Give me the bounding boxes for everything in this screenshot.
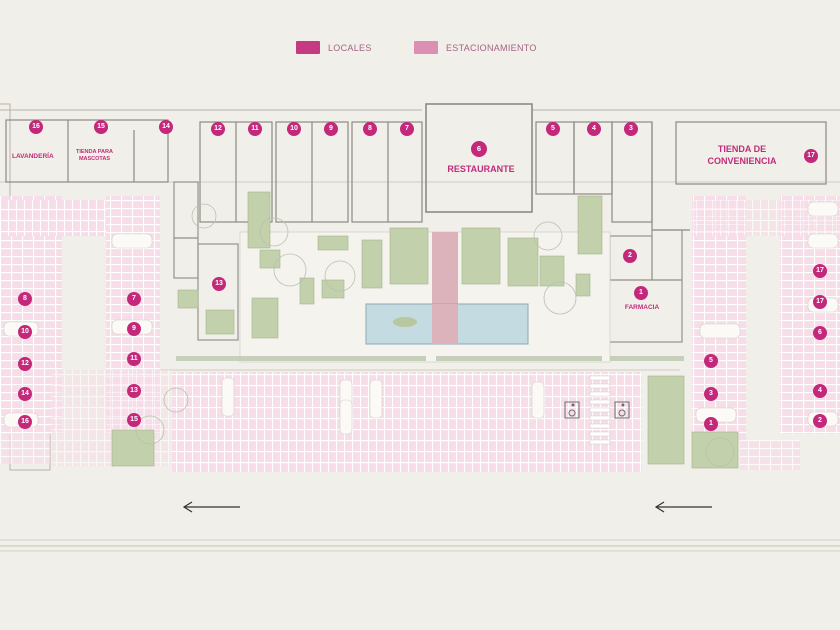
parking-badge: 17	[813, 295, 827, 309]
locale-badge: 9	[324, 122, 338, 136]
hedges	[176, 356, 684, 361]
parking-badge: 16	[18, 415, 32, 429]
estacionamiento-swatch	[414, 41, 438, 54]
crosswalk	[589, 375, 611, 445]
label-tienda-conveniencia: TIENDA DE CONVENIENCIA	[692, 143, 792, 167]
parking-badge: 10	[18, 325, 32, 339]
parking-badge: 5	[704, 354, 718, 368]
parking-badge: 13	[127, 384, 141, 398]
legend-label-locales: LOCALES	[328, 42, 372, 53]
label-lavanderia: LAVANDERÍA	[12, 153, 54, 160]
parking-badge: 14	[18, 387, 32, 401]
label-tienda-conveniencia-line1: TIENDA DE	[717, 144, 767, 154]
parking-badge: 4	[813, 384, 827, 398]
label-tienda-mascotas: TIENDA PARA MASCOTAS	[76, 149, 113, 163]
wheelchair-icon	[614, 401, 630, 419]
legend: LOCALES ESTACIONAMIENTO	[0, 41, 840, 57]
parking-badge: 8	[18, 292, 32, 306]
road	[0, 539, 840, 552]
restaurante-badge: 6	[471, 141, 487, 157]
locale-badge: 3	[624, 122, 638, 136]
legend-item-estacionamiento: ESTACIONAMIENTO	[414, 41, 537, 54]
locale-badge: 4	[587, 122, 601, 136]
locale-badge: 7	[400, 122, 414, 136]
locale-badge: 12	[211, 122, 225, 136]
arrow-left-icon	[182, 501, 240, 513]
label-tienda-mascotas-line2: MASCOTAS	[78, 156, 111, 162]
parking-badge: 7	[127, 292, 141, 306]
locale-badge: 10	[287, 122, 301, 136]
label-tienda-conveniencia-line2: CONVENIENCIA	[707, 156, 777, 166]
wheelchair-icon	[564, 401, 580, 419]
label-restaurante: RESTAURANTE	[447, 164, 515, 174]
locale-badge: 8	[363, 122, 377, 136]
parking-badge: 12	[18, 357, 32, 371]
arrow-left-icon	[654, 501, 712, 513]
legend-label-estacionamiento: ESTACIONAMIENTO	[446, 42, 537, 53]
label-farmacia: FARMACIA	[624, 304, 660, 311]
farmacia-badge: 1	[634, 286, 648, 300]
planters	[111, 191, 739, 469]
parking-badge: 17	[813, 264, 827, 278]
locale-badge: 5	[546, 122, 560, 136]
locale-badge: 16	[29, 120, 43, 134]
locale-badge: 14	[159, 120, 173, 134]
parking-badge: 2	[813, 414, 827, 428]
parking-badge: 9	[127, 322, 141, 336]
parking-badge: 1	[704, 417, 718, 431]
locale-badge: 13	[212, 277, 226, 291]
parking-badge: 3	[704, 387, 718, 401]
parking-badge: 6	[813, 326, 827, 340]
parking-badge: 11	[127, 352, 141, 366]
locale-badge: 15	[94, 120, 108, 134]
locale-badge: 2	[623, 249, 637, 263]
trees	[135, 203, 735, 467]
locale-badge: 11	[248, 122, 262, 136]
label-tienda-mascotas-line1: TIENDA PARA	[76, 149, 113, 155]
locales-swatch	[296, 41, 320, 54]
locale-badge: 17	[804, 149, 818, 163]
legend-item-locales: LOCALES	[296, 41, 372, 54]
parking-badge: 15	[127, 413, 141, 427]
